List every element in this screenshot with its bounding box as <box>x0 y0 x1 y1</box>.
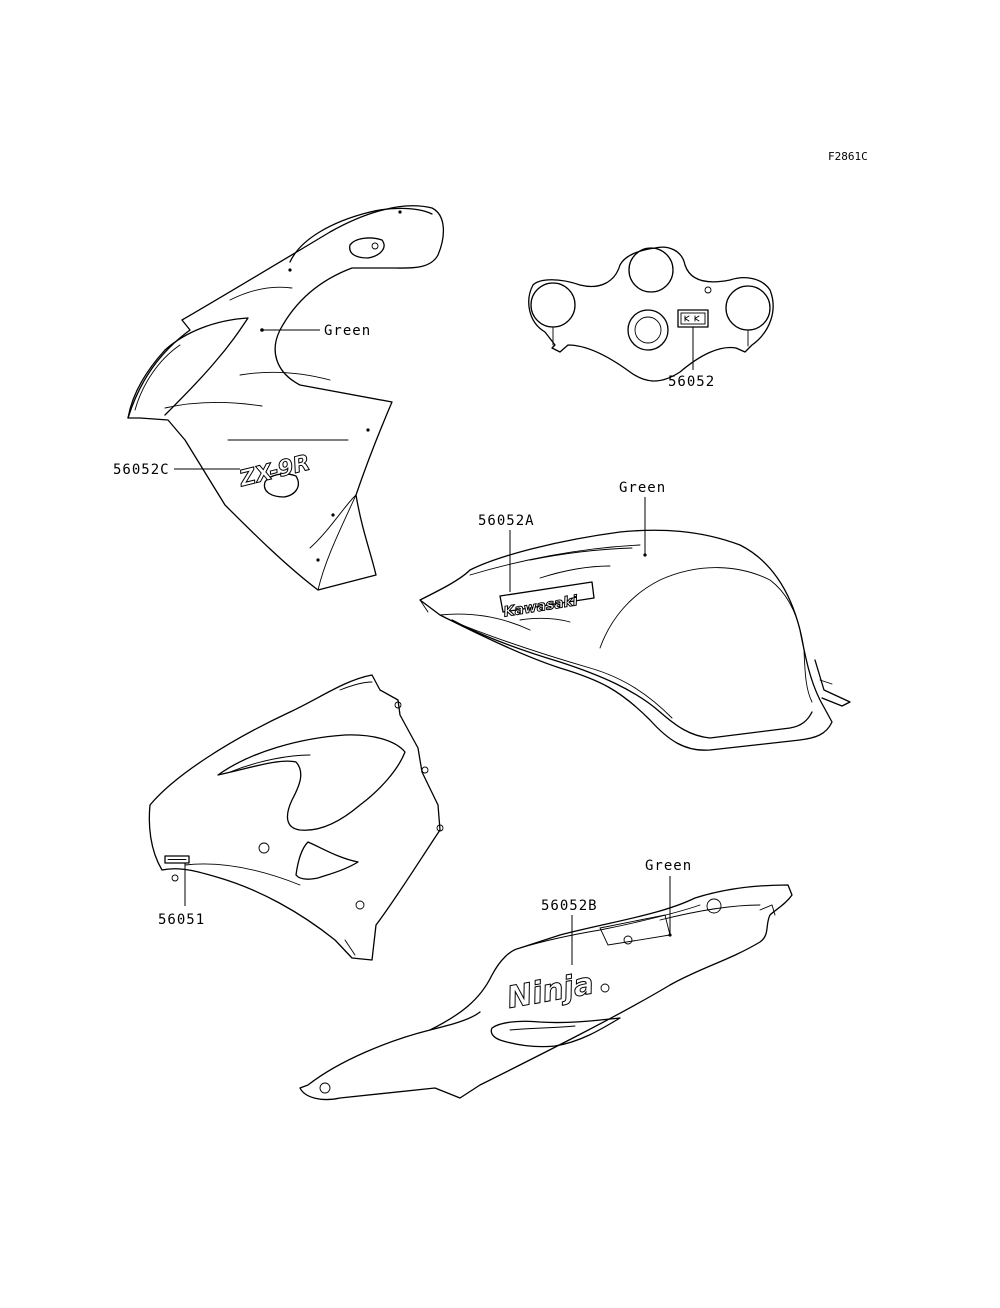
callout-seat-cowl-decal: 56052B <box>541 898 598 914</box>
lower-cowl <box>148 674 444 961</box>
kawasaki-emblem <box>677 309 709 328</box>
zx9r-decal: ZX-9R <box>236 450 314 493</box>
ninja-decal-art: Ninja <box>504 966 596 1016</box>
callout-seat-cowl-color: Green <box>645 858 692 874</box>
callout-upper-cowl-color: Green <box>324 323 371 339</box>
top-bracket <box>528 246 774 382</box>
figure-code: F2861C <box>828 150 868 163</box>
callout-tank-decal: 56052A <box>478 513 535 529</box>
callout-tank-color: Green <box>619 480 666 496</box>
zx9r-decal-art: ZX-9R <box>236 451 313 493</box>
seat-cowl: Ninja <box>299 884 793 1101</box>
ninja-decal: Ninja <box>504 966 597 1017</box>
kawasaki-decal: Kawasaki <box>499 581 595 621</box>
fuel-tank: Kawasaki <box>419 529 851 751</box>
callout-top-bracket-emblem: 56052 <box>668 374 715 390</box>
upper-cowl: ZX-9R <box>127 205 444 591</box>
callout-upper-cowl-decal: 56052C <box>113 462 170 478</box>
callout-lower-cowl-decal: 56051 <box>158 912 205 928</box>
